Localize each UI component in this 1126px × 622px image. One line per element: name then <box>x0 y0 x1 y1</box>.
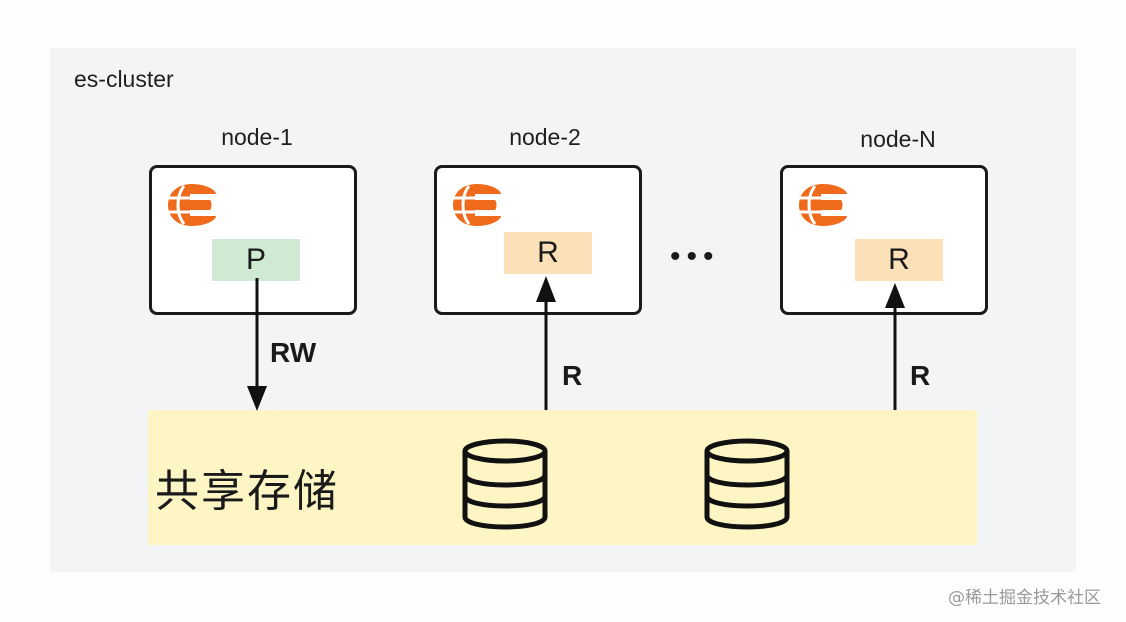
database-icon <box>462 438 548 530</box>
r-edge-label-node-2: R <box>562 360 583 391</box>
database-icon <box>704 438 790 530</box>
watermark: @稀土掘金技术社区 <box>948 588 1101 608</box>
shared-storage-label: 共享存储 <box>155 466 339 517</box>
replica-shard: R <box>855 239 943 281</box>
r-edge-label-node-n: R <box>910 360 931 391</box>
node-n-title: node-N <box>860 126 936 152</box>
cluster-label: es-cluster <box>74 66 174 92</box>
more-nodes-ellipsis: ••• <box>670 240 720 273</box>
replica-shard: R <box>504 232 592 274</box>
elasticsearch-icon <box>168 184 216 226</box>
node-1-box: P <box>149 165 357 315</box>
elasticsearch-icon <box>799 184 847 226</box>
node-n-box: R <box>780 165 988 315</box>
node-2-box: R <box>434 165 642 315</box>
rw-edge-label: RW <box>270 337 317 368</box>
elasticsearch-icon <box>453 184 501 226</box>
node-2-title: node-2 <box>509 124 581 150</box>
primary-shard: P <box>212 239 300 281</box>
shared-storage <box>148 410 977 545</box>
node-1-title: node-1 <box>221 124 293 150</box>
